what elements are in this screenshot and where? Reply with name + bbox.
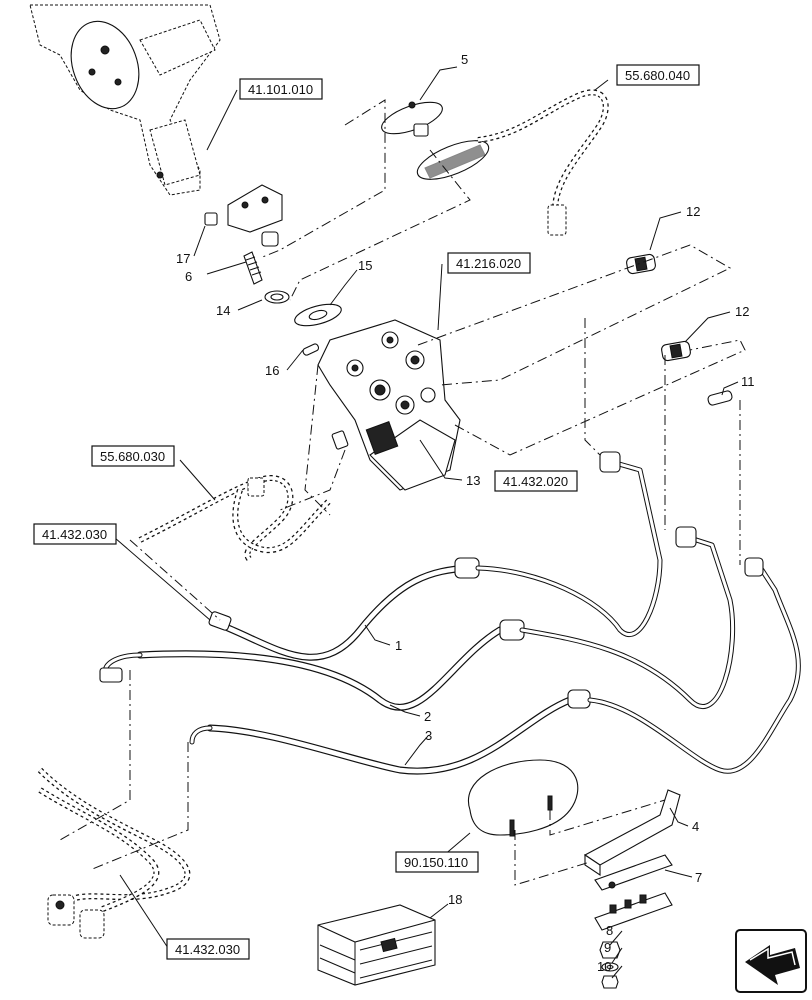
clamp-7 xyxy=(594,854,673,931)
item-number-12-lower: 12 xyxy=(735,304,749,319)
hose-55680030-ghost xyxy=(138,475,333,563)
item-number-15: 15 xyxy=(358,258,372,273)
dowel-pin xyxy=(302,343,320,356)
item-number-labels: 5 12 12 11 17 6 14 15 16 13 1 2 3 4 7 18… xyxy=(176,52,755,974)
leader-lines xyxy=(114,66,739,979)
ref-box-41432030-bottom[interactable]: 41.432.030 xyxy=(166,938,250,960)
ref-box-41432020[interactable]: 41.432.020 xyxy=(494,470,578,492)
hose-2 xyxy=(99,619,525,711)
svg-text:41.216.020: 41.216.020 xyxy=(456,256,521,271)
tube-to-fitting-12-lower xyxy=(519,526,736,709)
ref-box-41432030-top[interactable]: 41.432.030 xyxy=(33,523,117,545)
ref-box-55680040[interactable]: 55.680.040 xyxy=(616,64,700,86)
tube-to-fitting-11 xyxy=(587,557,801,774)
ref-box-41101010[interactable]: 41.101.010 xyxy=(239,78,323,100)
item-number-14: 14 xyxy=(216,303,230,318)
item-number-18: 18 xyxy=(448,892,462,907)
nut-8 xyxy=(599,941,621,959)
adaptor-plate xyxy=(204,184,283,247)
tube-to-fitting-12-upper xyxy=(475,451,663,637)
item-number-1: 1 xyxy=(395,638,402,653)
ref-box-90150110[interactable]: 90.150.110 xyxy=(395,851,479,873)
washer-9 xyxy=(601,962,619,972)
ref-box-41216020[interactable]: 41.216.020 xyxy=(447,252,531,274)
ref-box-55680030[interactable]: 55.680.030 xyxy=(91,445,175,467)
svg-text:41.432.030: 41.432.030 xyxy=(42,527,107,542)
item-number-9: 9 xyxy=(604,940,611,955)
item-number-11: 11 xyxy=(741,374,755,389)
assembly-lines xyxy=(59,99,746,886)
flange-plate xyxy=(381,101,490,180)
item-number-2: 2 xyxy=(424,709,431,724)
item-number-17: 17 xyxy=(176,251,190,266)
item-number-6: 6 xyxy=(185,269,192,284)
svg-text:90.150.110: 90.150.110 xyxy=(404,855,468,870)
item-number-5: 5 xyxy=(461,52,468,67)
item-number-4: 4 xyxy=(692,819,699,834)
seat-pad xyxy=(467,759,579,837)
spline-shaft xyxy=(243,251,263,285)
gasket xyxy=(294,303,342,327)
hose-3 xyxy=(189,689,591,775)
next-page-arrow-icon[interactable] xyxy=(735,929,807,993)
hose-55680040-ghost xyxy=(477,89,609,236)
item-number-3: 3 xyxy=(425,728,432,743)
item-number-7: 7 xyxy=(695,870,702,885)
nut-10 xyxy=(601,975,619,989)
fitting-12-lower xyxy=(661,340,691,362)
svg-text:41.101.010: 41.101.010 xyxy=(248,82,313,97)
ghost-hose-assembly xyxy=(37,767,191,939)
fitting-11 xyxy=(707,390,733,406)
item-number-16: 16 xyxy=(265,363,279,378)
item-number-12-upper: 12 xyxy=(686,204,700,219)
item-number-13: 13 xyxy=(466,473,480,488)
fitting-12-upper xyxy=(626,253,656,275)
item-number-10: 10 xyxy=(597,959,611,974)
crate-18 xyxy=(317,904,436,986)
svg-text:41.432.030: 41.432.030 xyxy=(175,942,240,957)
hose-1 xyxy=(208,557,480,661)
svg-text:55.680.030: 55.680.030 xyxy=(100,449,165,464)
item-number-8: 8 xyxy=(606,923,613,938)
svg-text:55.680.040: 55.680.040 xyxy=(625,68,690,83)
svg-text:41.432.020: 41.432.020 xyxy=(503,474,568,489)
steering-column xyxy=(29,4,221,196)
bracket-4 xyxy=(583,789,681,877)
o-ring xyxy=(264,290,290,304)
